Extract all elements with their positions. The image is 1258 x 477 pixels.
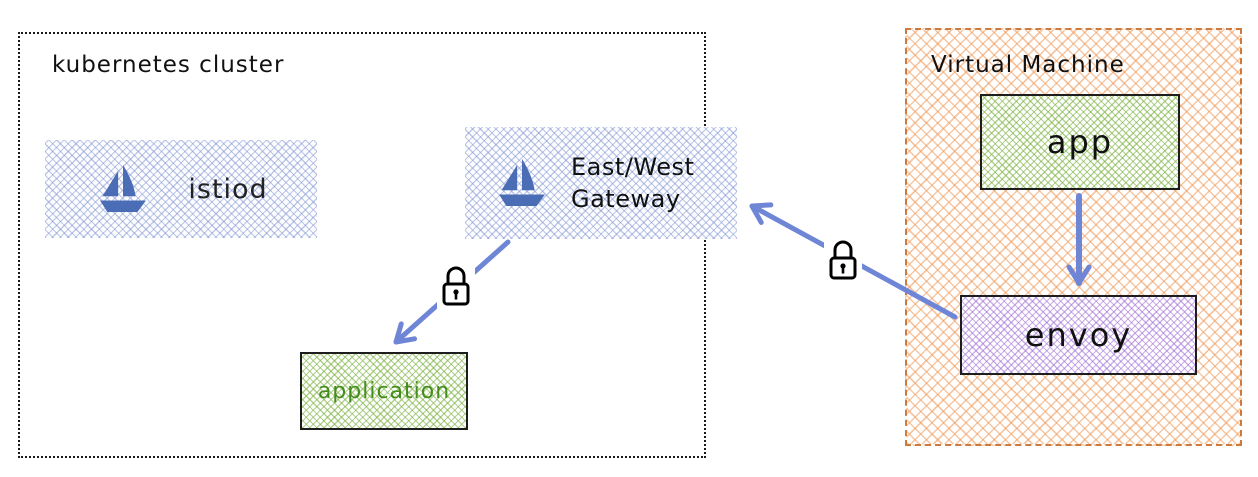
kubernetes-cluster-label: kubernetes cluster [52, 52, 285, 78]
istiod-node: istiod [45, 140, 317, 238]
envoy-label: envoy [1024, 316, 1133, 354]
east-west-gateway-node: East/West Gateway [465, 127, 737, 239]
padlock-icon [437, 263, 475, 309]
east-west-gateway-label: East/West Gateway [571, 152, 695, 213]
envoy-node: envoy [960, 295, 1197, 375]
application-label: application [317, 378, 451, 404]
app-node: app [980, 94, 1180, 190]
istio-sailboat-icon [493, 154, 551, 212]
istiod-label: istiod [188, 173, 268, 205]
virtual-machine-label: Virtual Machine [931, 52, 1125, 78]
virtual-machine-box: Virtual Machine [905, 28, 1242, 446]
istio-sailboat-icon [94, 160, 152, 218]
app-label: app [1046, 123, 1114, 161]
padlock-icon [824, 237, 862, 283]
application-node: application [300, 352, 468, 430]
